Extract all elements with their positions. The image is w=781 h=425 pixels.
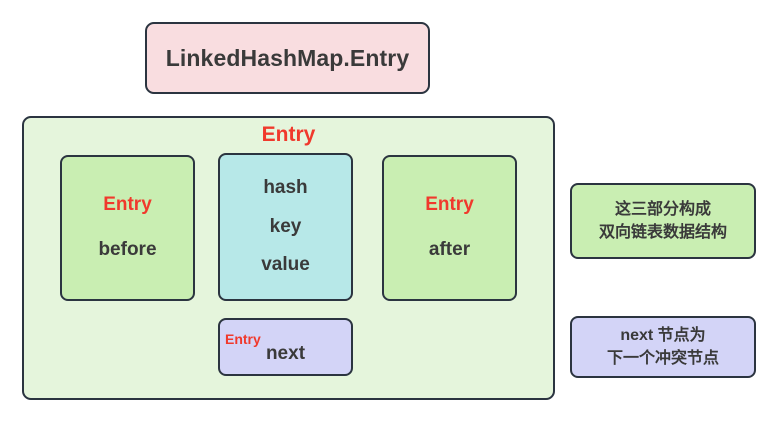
field-core-box: hash key value [218,153,353,301]
note-next-node: next 节点为 下一个冲突节点 [570,316,756,378]
note-linked-list-line1: 这三部分构成 [614,200,711,218]
note-linked-list: 这三部分构成 双向链表数据结构 [570,183,756,259]
field-next-name-label: next [265,343,306,365]
field-next-box: Entry next [218,318,353,376]
field-key-label: key [269,215,302,237]
entry-container-label: Entry [261,123,316,146]
field-next-type-label: Entry [225,331,261,348]
class-title-label: LinkedHashMap.Entry [165,44,410,71]
note-next-node-line2: 下一个冲突节点 [606,350,719,367]
class-title-box: LinkedHashMap.Entry [145,22,430,94]
field-value-label: value [261,253,310,275]
field-before-name-label: before [98,239,157,260]
field-hash-label: hash [263,177,308,199]
note-next-node-line1: next 节点为 [620,326,706,344]
field-after-box: Entry after [382,155,517,301]
note-linked-list-line2: 双向链表数据结构 [598,224,727,241]
field-after-type-label: Entry [425,194,474,216]
field-before-type-label: Entry [103,194,152,216]
field-before-box: Entry before [60,155,195,301]
field-after-name-label: after [428,239,471,260]
